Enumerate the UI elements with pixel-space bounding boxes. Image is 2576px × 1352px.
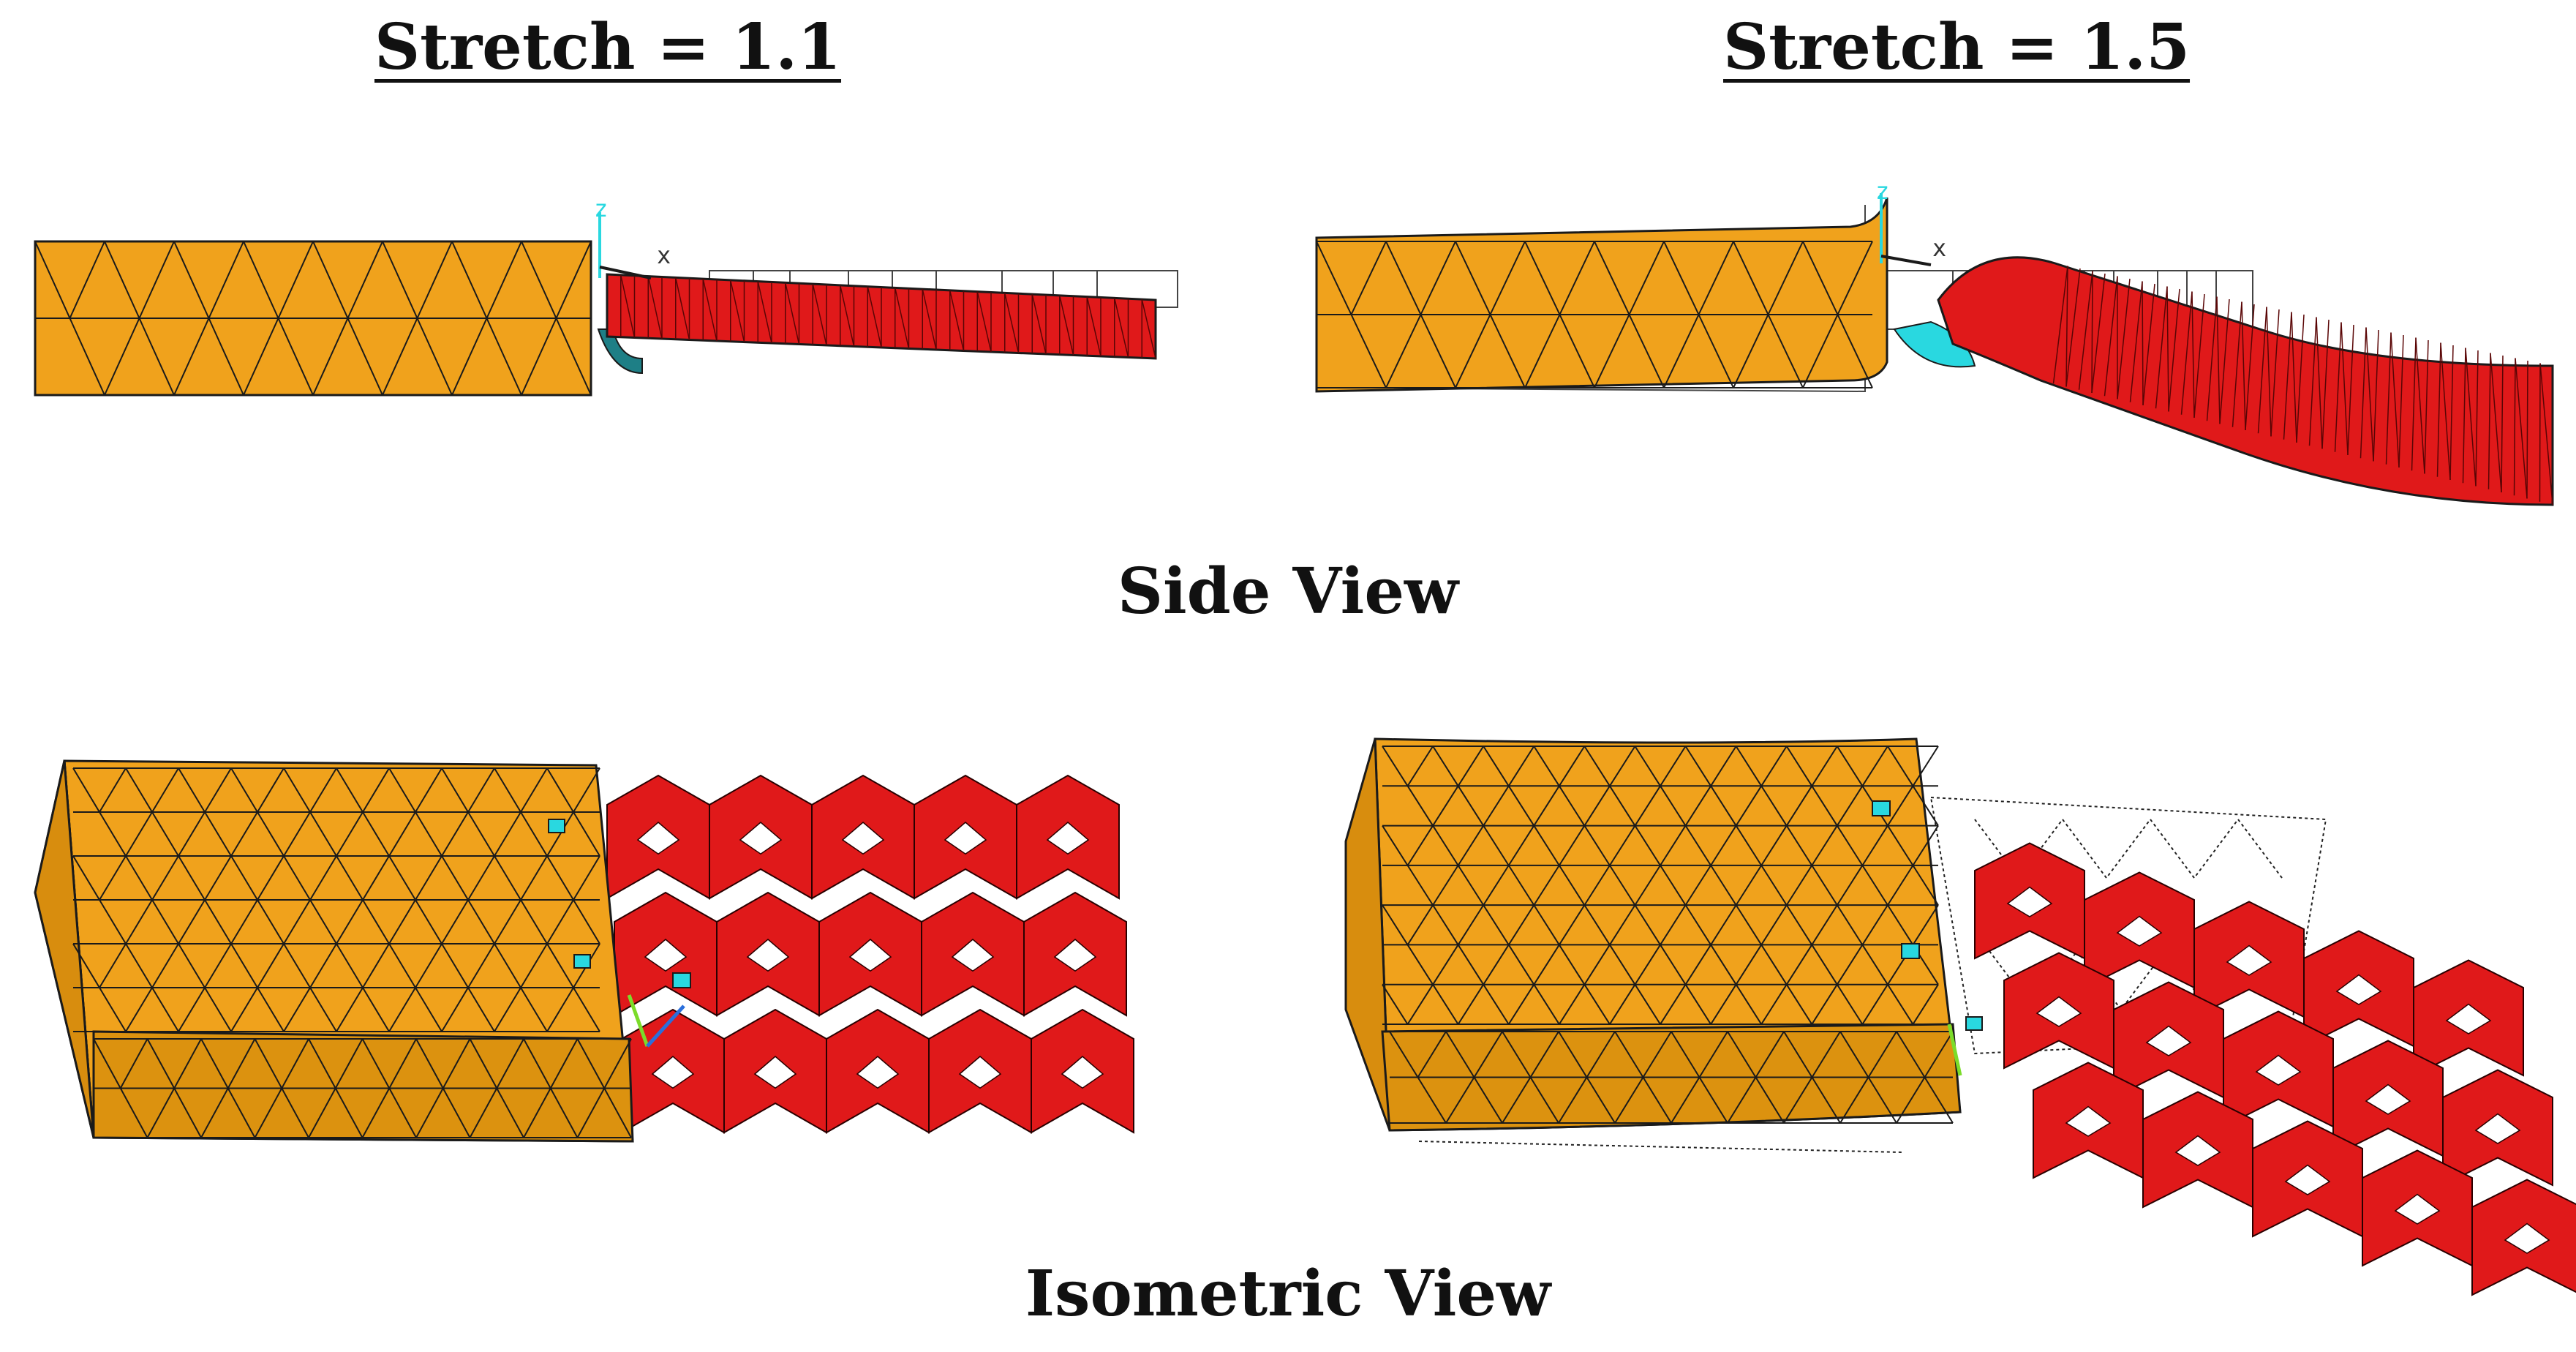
lattice-cell-opening <box>2445 1003 2492 1034</box>
lattice-cell-opening <box>958 1056 1002 1089</box>
rigid-block <box>34 759 634 1143</box>
lattice-cell-opening <box>644 939 688 972</box>
lattice-cell-opening <box>636 822 680 855</box>
lattice-array <box>606 774 1134 1134</box>
coordinate-triad-icon: z x <box>594 195 671 279</box>
lattice-array <box>1974 842 2576 1296</box>
lattice-cell-opening <box>1053 939 1097 972</box>
coordinate-triad-icon <box>627 972 691 1048</box>
lattice-cell-opening <box>2145 1025 2192 1056</box>
lattice-cell-opening <box>1046 822 1090 855</box>
coordinate-triad-icon: z x <box>1875 177 1946 266</box>
lattice-cell-opening <box>951 939 995 972</box>
lattice-cell-opening <box>2504 1223 2550 1254</box>
lattice-cell-opening <box>2035 996 2082 1027</box>
column-title-stretch-1-5: Stretch = 1.5 <box>1723 10 2191 84</box>
isometric-view-stretch-1-5-panel <box>1344 737 2576 1296</box>
lattice-cell-opening <box>753 1056 797 1089</box>
lattice-strip <box>606 273 1157 360</box>
lattice-cell-opening <box>651 1056 695 1089</box>
rigid-block <box>1315 197 1888 393</box>
coordinate-triad-icon <box>1947 1016 1983 1076</box>
side-view-stretch-1-5-panel: z x <box>1315 177 2554 506</box>
lattice-cell-opening <box>841 822 885 855</box>
row-label-isometric-view: Isometric View <box>1025 1257 1551 1331</box>
lattice-cell-opening <box>1061 1056 1104 1089</box>
rigid-block <box>1344 737 1962 1132</box>
lattice-cell-opening <box>2116 915 2163 947</box>
x-axis-icon: x <box>657 241 671 269</box>
lattice-cell-opening <box>2255 1054 2302 1086</box>
side-view-stretch-1-1-panel: z x <box>34 195 1178 397</box>
row-label-side-view: Side View <box>1117 555 1459 628</box>
lattice-cell-opening <box>2174 1135 2221 1166</box>
lattice-cell-opening <box>739 822 783 855</box>
lattice-cell-opening <box>2365 1084 2411 1115</box>
lattice-cell-opening <box>2006 886 2053 917</box>
connector-joint <box>597 328 643 375</box>
rigid-block <box>34 240 592 397</box>
lattice-cell-opening <box>2226 944 2272 976</box>
lattice-cell-opening <box>746 939 790 972</box>
lattice-cell-opening <box>2394 1193 2441 1225</box>
lattice-cell-opening <box>944 822 987 855</box>
lattice-strip <box>1937 256 2554 506</box>
z-axis-icon: z <box>594 195 608 222</box>
lattice-cell-opening <box>2474 1113 2521 1144</box>
lattice-cell-opening <box>856 1056 900 1089</box>
lattice-cell-opening <box>848 939 892 972</box>
x-axis-icon: x <box>1932 234 1946 262</box>
lattice-cell-opening <box>2335 974 2382 1005</box>
lattice-cell-opening <box>2065 1105 2112 1137</box>
lattice-cell-opening <box>2284 1164 2331 1195</box>
isometric-view-stretch-1-1-panel <box>34 759 1134 1143</box>
z-axis-icon: z <box>1875 177 1889 205</box>
column-title-stretch-1-1: Stretch = 1.1 <box>374 10 842 84</box>
